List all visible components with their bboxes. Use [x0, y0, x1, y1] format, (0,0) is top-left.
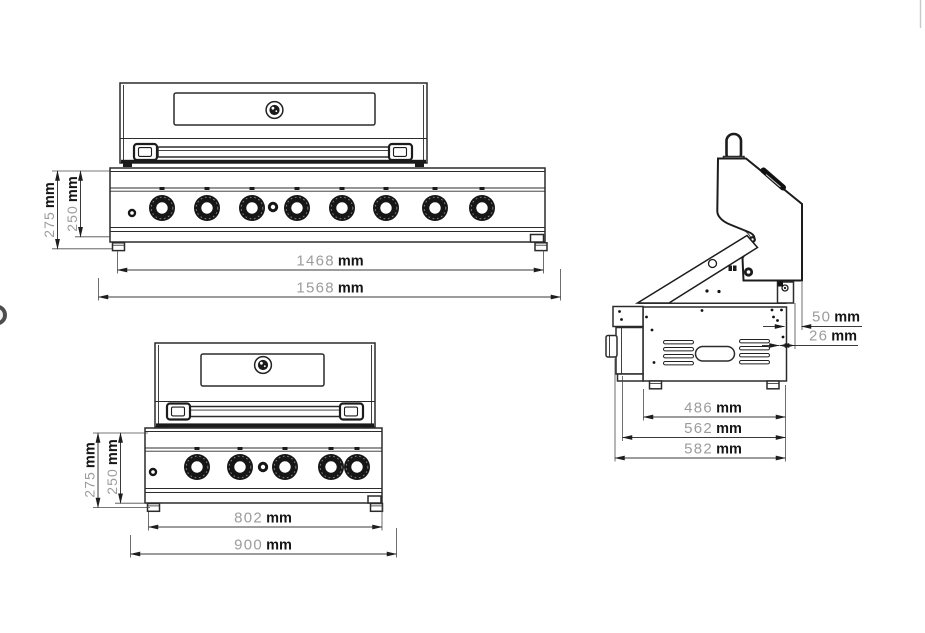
foot: [766, 380, 780, 390]
burner-knob: [317, 453, 345, 481]
burner-knob: [148, 194, 176, 222]
foot: [534, 242, 548, 252]
gas-valve: [605, 334, 618, 358]
hood-small: [154, 342, 376, 431]
clipped-watermark-circle: [0, 305, 7, 325]
igniter-button: [148, 467, 158, 477]
oval-cutout: [694, 345, 736, 362]
dim-label: 250mm: [64, 176, 81, 231]
side-burner-knob: [267, 201, 279, 213]
dim-body-height-large: 250mm: [64, 170, 110, 238]
lid-vent-handle: [760, 167, 786, 191]
hood-handle: [132, 142, 414, 162]
burner-knob: [421, 194, 449, 222]
side-burner-knob: [257, 461, 269, 473]
dim-label: 250mm: [104, 439, 121, 494]
handle-bracket-left: [132, 142, 159, 162]
mount-flange: [612, 305, 644, 328]
foot: [648, 380, 663, 390]
burner-knob: [271, 453, 299, 481]
burner-knob: [193, 194, 221, 222]
hood-bottom-edge: [121, 159, 426, 164]
lid-support-arm: [634, 234, 759, 304]
screw-dots: [645, 308, 785, 364]
vent-slot: [739, 346, 770, 351]
body-small: [144, 427, 384, 513]
handle-bracket-left: [165, 402, 192, 421]
vent-slot: [739, 360, 770, 365]
vent-slot: [663, 347, 694, 352]
burner-knob: [238, 194, 266, 222]
hood-large: [119, 82, 428, 167]
foot: [111, 242, 126, 252]
vent-slot: [663, 354, 694, 359]
handle-bracket-right: [338, 402, 365, 421]
open-lid: [716, 132, 803, 282]
vent-slot: [663, 361, 694, 366]
dim-label: 275mm: [41, 182, 58, 237]
dim-label: 275mm: [82, 442, 99, 497]
panel-ticks: [159, 187, 485, 190]
gas-connection-box: [615, 326, 644, 375]
igniter-button: [127, 208, 137, 218]
dim-overall-height-large: 275mm: [41, 170, 112, 250]
vent-slot: [739, 339, 770, 344]
burner-knob: [226, 453, 254, 481]
vent-slot: [739, 353, 770, 358]
burner-knob: [468, 194, 496, 222]
dim-overall-height-small: 275mm: [82, 432, 150, 509]
vent-slot: [663, 340, 694, 345]
burner-knob: [283, 194, 311, 222]
panel-ticks: [194, 447, 360, 450]
dim-body-height-small: 250mm: [104, 432, 145, 504]
body-large: [109, 167, 548, 252]
hood-handle: [165, 402, 365, 421]
lid-thermometer-icon: [253, 355, 273, 375]
burner-knob: [343, 453, 371, 481]
burner-knob: [372, 194, 400, 222]
burner-knob: [183, 453, 211, 481]
burner-knob: [328, 194, 356, 222]
firebox-side: [605, 302, 788, 390]
hood-bottom-edge: [156, 423, 374, 427]
foot: [369, 502, 384, 513]
hinge-bracket: [776, 281, 795, 304]
lid-thermometer-icon: [265, 100, 284, 120]
handle-bracket-right: [387, 142, 414, 162]
